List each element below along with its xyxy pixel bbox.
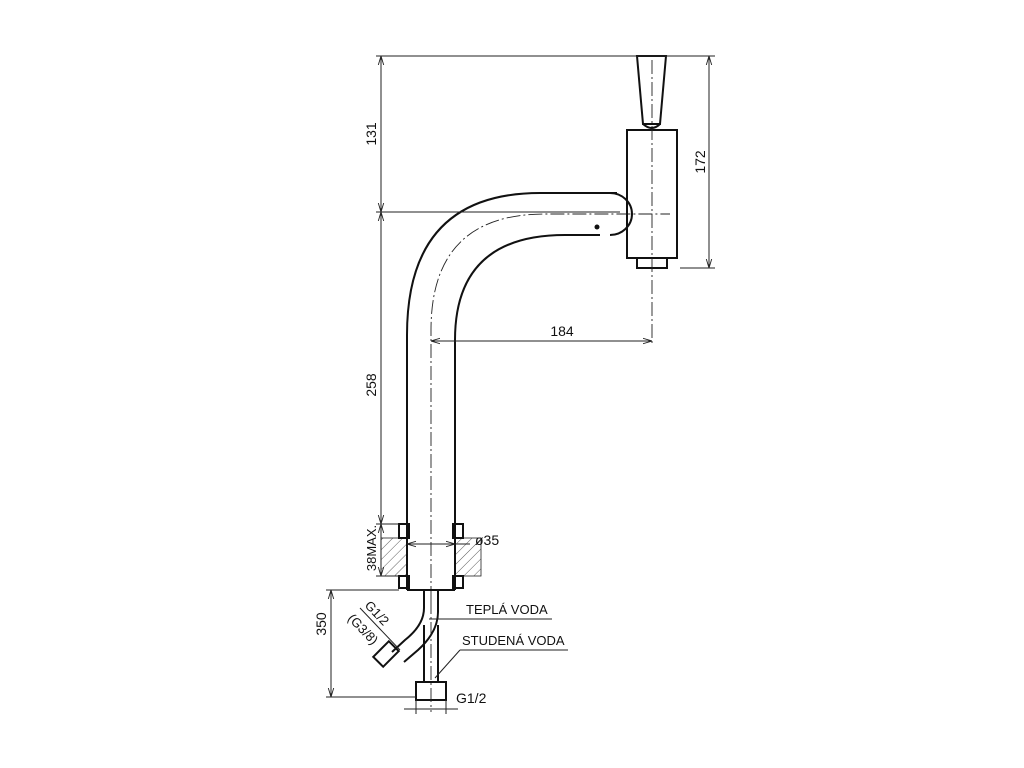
label-hot-water: TEPLÁ VODA (466, 602, 548, 617)
dim-handle-height: 172 (692, 150, 708, 174)
spout (406, 192, 670, 600)
mixer-body (626, 60, 678, 345)
dim-hole-diameter: ø35 (475, 532, 499, 548)
supply-hoses (371, 590, 447, 712)
dim-spout-height: 258 (363, 373, 379, 397)
dim-top-height: 131 (363, 122, 379, 146)
dim-reach: 184 (550, 323, 574, 339)
dimension-lines (326, 55, 715, 714)
lever-handle (635, 55, 668, 129)
aerator-mark (594, 224, 600, 230)
dim-deck-thickness: 38MAX. (364, 525, 379, 571)
label-cold-water: STUDENÁ VODA (462, 633, 565, 648)
deck-mount (380, 523, 482, 591)
dim-hose-length: 350 (313, 612, 329, 636)
dim-outlet-thread: G1/2 (456, 690, 487, 706)
